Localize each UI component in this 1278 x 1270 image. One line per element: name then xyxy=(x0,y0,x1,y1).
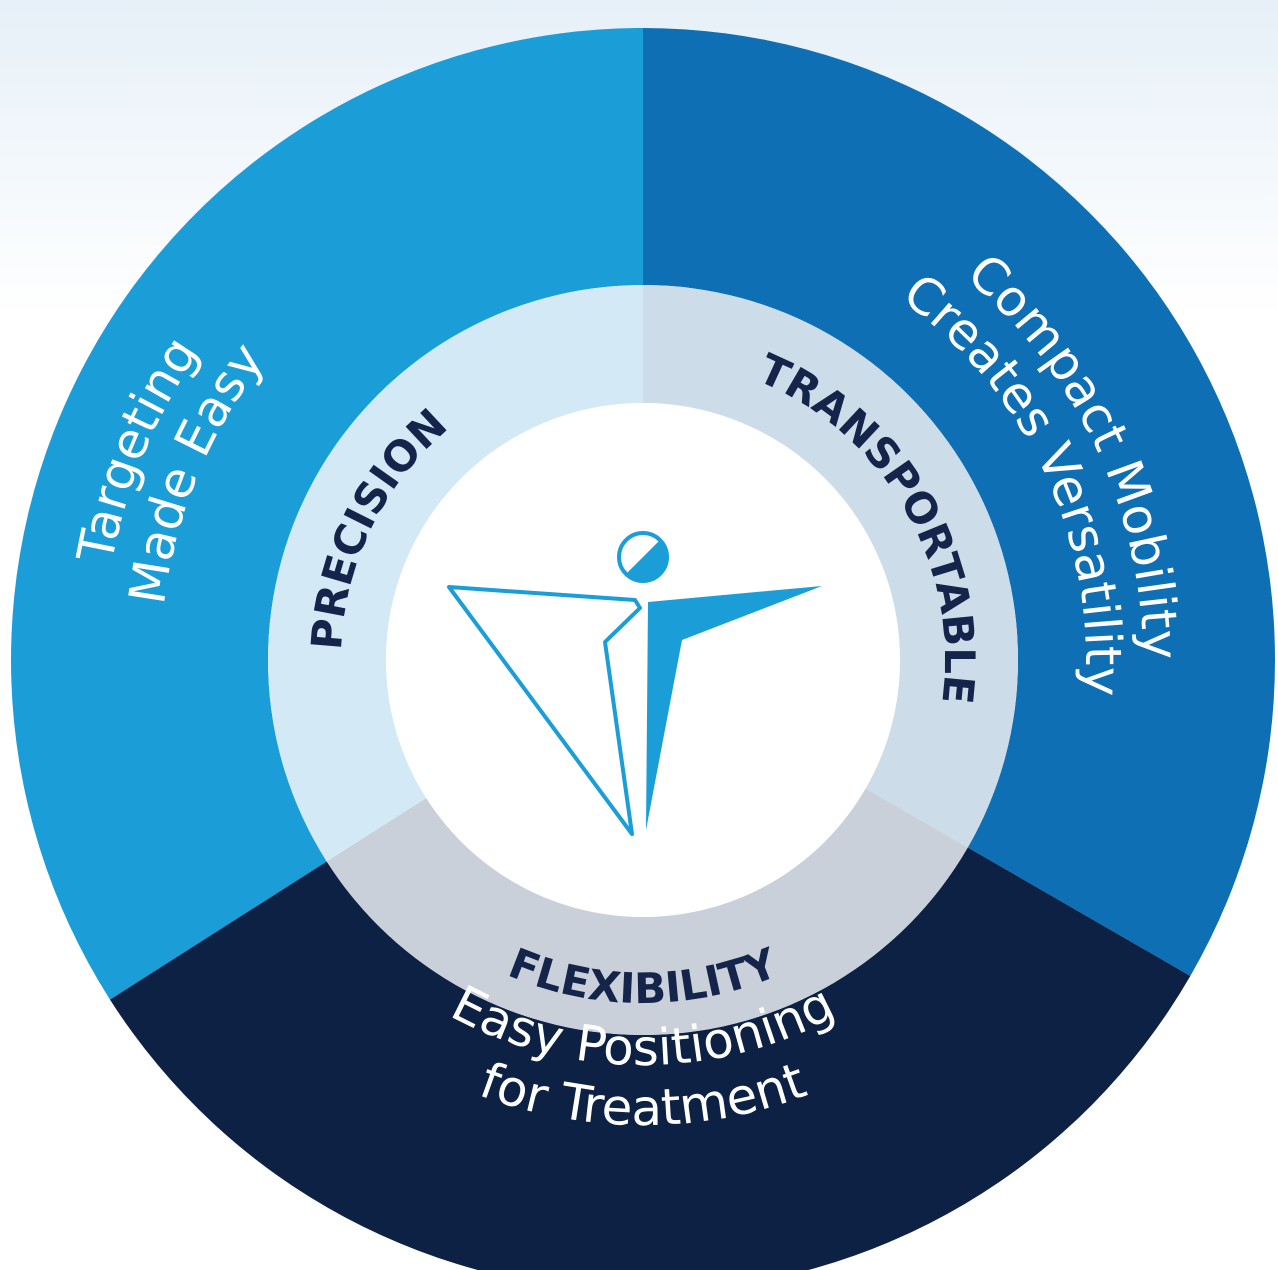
segment-compact-mobility xyxy=(643,28,1275,976)
segment-easy-positioning xyxy=(109,847,1191,1270)
inner-segment-transportable xyxy=(643,285,1018,848)
segment-targeting xyxy=(10,28,643,1000)
inner-segment-precision xyxy=(268,285,643,862)
inner-segment-flexibility xyxy=(326,788,968,1035)
center-disc xyxy=(386,403,900,917)
human-figure-logo-icon xyxy=(447,531,822,836)
